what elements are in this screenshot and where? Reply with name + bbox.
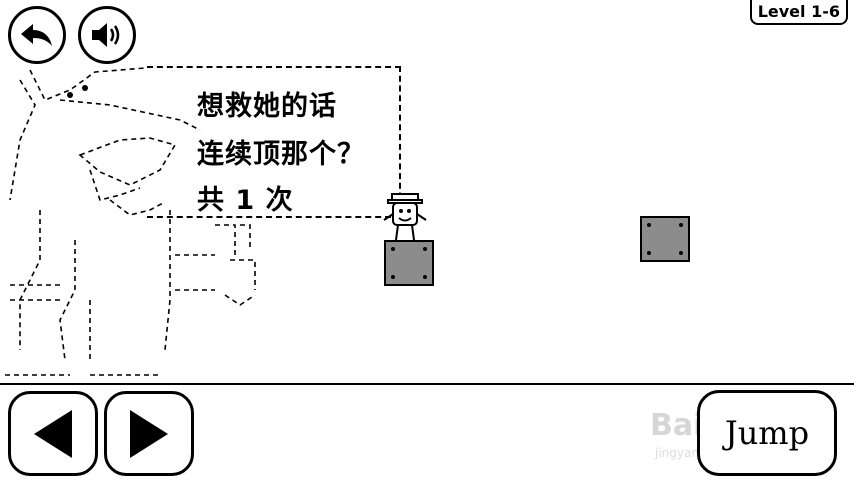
sound-button[interactable] xyxy=(78,6,136,64)
target-block xyxy=(384,240,434,286)
ground-line xyxy=(0,383,854,385)
jump-button[interactable]: Jump xyxy=(697,390,837,476)
floating-block xyxy=(640,216,690,262)
level-indicator: Level 1-6 xyxy=(749,0,848,25)
dialog-line-1: 想救她的话 xyxy=(197,91,337,122)
giant-character-art xyxy=(5,67,256,376)
back-arrow-icon xyxy=(21,24,52,46)
triangle-left-icon xyxy=(34,409,72,458)
speaker-icon xyxy=(92,23,120,47)
triangle-right-icon xyxy=(130,409,168,458)
jump-label: Jump xyxy=(724,414,810,452)
dialog-box: 想救她的话 连续顶那个？ 共 1 次 xyxy=(147,66,401,218)
player-character xyxy=(383,193,427,241)
dialog-line-2: 连续顶那个？ xyxy=(197,139,365,170)
back-button[interactable] xyxy=(8,6,66,64)
move-left-button[interactable] xyxy=(8,391,98,476)
dialog-line-3: 共 1 次 xyxy=(197,185,294,216)
move-right-button[interactable] xyxy=(104,391,194,476)
